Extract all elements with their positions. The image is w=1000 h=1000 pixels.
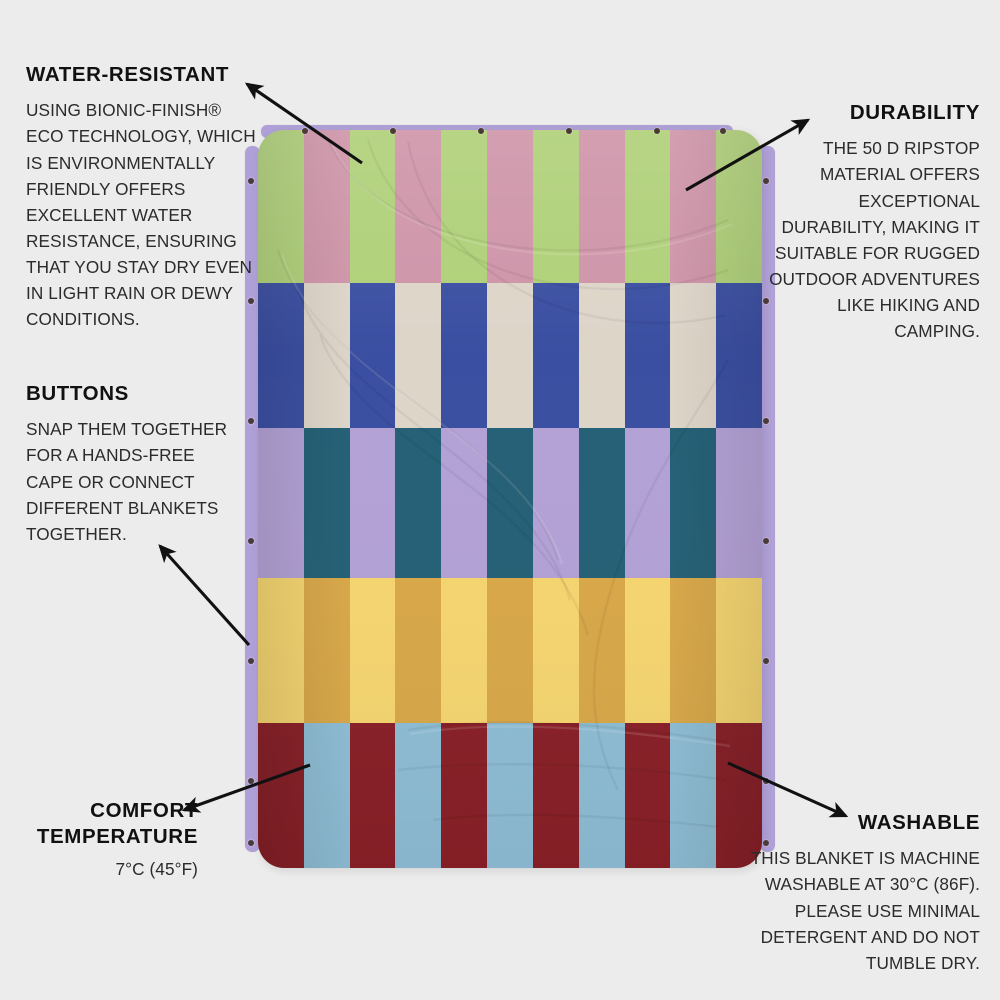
- annotation-water-resistant: WATER-RESISTANT USING BIONIC-FINISH® ECO…: [26, 62, 258, 333]
- blanket-stripe: [670, 578, 717, 723]
- blanket-stripe: [532, 130, 579, 283]
- blanket-stripe: [349, 578, 396, 723]
- blanket-stripe: [487, 723, 533, 868]
- blanket-stripe: [349, 723, 396, 868]
- annotation-title-durability: DURABILITY: [849, 101, 980, 124]
- blanket-stripe: [716, 578, 762, 723]
- blanket-stripe: [258, 578, 304, 723]
- blanket-stripe: [441, 578, 488, 723]
- snap-button[interactable]: [248, 658, 254, 664]
- blanket-stripe: [624, 130, 671, 283]
- blanket-stripe: [532, 283, 579, 428]
- blanket-stripe: [303, 578, 350, 723]
- blanket-stripe: [487, 578, 533, 723]
- blanket-stripe: [395, 130, 442, 283]
- snap-button[interactable]: [478, 128, 484, 134]
- blanket-band-red-lightblue-band: [258, 723, 762, 868]
- annotation-title-water-resistant: WATER-RESISTANT: [26, 63, 229, 86]
- annotation-title-washable: WASHABLE: [857, 811, 980, 834]
- blanket-stripe: [716, 428, 762, 578]
- blanket-stripe: [395, 578, 442, 723]
- blanket-stripe: [624, 578, 671, 723]
- annotation-durability: DURABILITY THE 50 D RIPSTOP MATERIAL OFF…: [752, 100, 980, 344]
- blanket-stripe: [395, 723, 442, 868]
- blanket-stripe: [578, 723, 625, 868]
- blanket-stripe: [487, 283, 533, 428]
- blanket-stripe: [578, 283, 625, 428]
- blanket-stripe: [578, 578, 625, 723]
- blanket-stripe: [258, 428, 304, 578]
- blanket-stripe: [532, 723, 579, 868]
- annotation-washable: WASHABLE THIS BLANKET IS MACHINE WASHABL…: [740, 810, 980, 976]
- blanket-band-lavender-teal-band: [258, 428, 762, 578]
- blanket-binding-left: [245, 146, 260, 852]
- blanket-band-blue-cream-band: [258, 283, 762, 428]
- blanket-stripe: [349, 283, 396, 428]
- snap-button[interactable]: [248, 840, 254, 846]
- snap-button[interactable]: [763, 418, 769, 424]
- blanket-stripe: [670, 723, 717, 868]
- blanket-stripe: [258, 283, 304, 428]
- blanket-stripe: [487, 130, 533, 283]
- snap-button[interactable]: [763, 778, 769, 784]
- annotation-body-buttons: SNAP THEM TOGETHER FOR A HANDS-FREE CAPE…: [26, 419, 228, 544]
- annotation-comfort-temperature: COMFORT TEMPERATURE 7°C (45°F): [10, 798, 198, 880]
- blanket-stripe: [670, 130, 717, 283]
- snap-button[interactable]: [248, 418, 254, 424]
- snap-button[interactable]: [763, 840, 769, 846]
- blanket-stripe: [303, 723, 350, 868]
- snap-button[interactable]: [248, 298, 254, 304]
- blanket-body: [258, 130, 762, 868]
- snap-button[interactable]: [763, 658, 769, 664]
- blanket-stripe: [258, 723, 304, 868]
- blanket-stripe: [349, 428, 396, 578]
- blanket-stripe: [532, 428, 579, 578]
- blanket-stripe: [624, 283, 671, 428]
- snap-button[interactable]: [763, 538, 769, 544]
- annotation-body-durability: THE 50 D RIPSTOP MATERIAL OFFERS EXCEPTI…: [769, 138, 980, 342]
- blanket-stripe: [441, 723, 488, 868]
- snap-button[interactable]: [566, 128, 572, 134]
- snap-button[interactable]: [390, 128, 396, 134]
- blanket-stripe: [487, 428, 533, 578]
- annotation-buttons: BUTTONS SNAP THEM TOGETHER FOR A HANDS-F…: [26, 381, 241, 547]
- blanket-stripe: [624, 723, 671, 868]
- snap-button[interactable]: [763, 298, 769, 304]
- blanket-stripe: [624, 428, 671, 578]
- blanket-band-green-pink-band: [258, 130, 762, 283]
- annotation-body-washable: THIS BLANKET IS MACHINE WASHABLE AT 30°C…: [750, 848, 980, 973]
- blanket-stripe: [441, 428, 488, 578]
- blanket-stripe: [395, 283, 442, 428]
- snap-button[interactable]: [654, 128, 660, 134]
- blanket-stripe: [303, 130, 350, 283]
- blanket-stripe: [349, 130, 396, 283]
- annotation-body-water-resistant: USING BIONIC-FINISH® ECO TECHNOLOGY, WHI…: [26, 100, 256, 330]
- annotation-title-buttons: BUTTONS: [26, 382, 129, 405]
- snap-button[interactable]: [302, 128, 308, 134]
- blanket-stripe: [441, 283, 488, 428]
- blanket-stripe: [670, 428, 717, 578]
- blanket-stripe: [670, 283, 717, 428]
- blanket-stripe: [303, 428, 350, 578]
- blanket-stripe: [578, 130, 625, 283]
- snap-button[interactable]: [248, 538, 254, 544]
- blanket-stripe: [441, 130, 488, 283]
- blanket-stripe: [303, 283, 350, 428]
- blanket-stripe: [258, 130, 304, 283]
- snap-button[interactable]: [248, 178, 254, 184]
- blanket-stripe: [395, 428, 442, 578]
- blanket-stripe: [532, 578, 579, 723]
- blanket-product-image: [242, 122, 778, 876]
- snap-button[interactable]: [248, 778, 254, 784]
- annotation-title-comfort-temperature: COMFORT TEMPERATURE: [36, 799, 198, 849]
- blanket-stripe: [578, 428, 625, 578]
- arrow-to-buttons: [158, 544, 251, 647]
- snap-button[interactable]: [720, 128, 726, 134]
- annotation-body-comfort-temperature: 7°C (45°F): [115, 859, 198, 880]
- blanket-binding-right: [760, 146, 775, 852]
- blanket-band-yellow-gold-band: [258, 578, 762, 723]
